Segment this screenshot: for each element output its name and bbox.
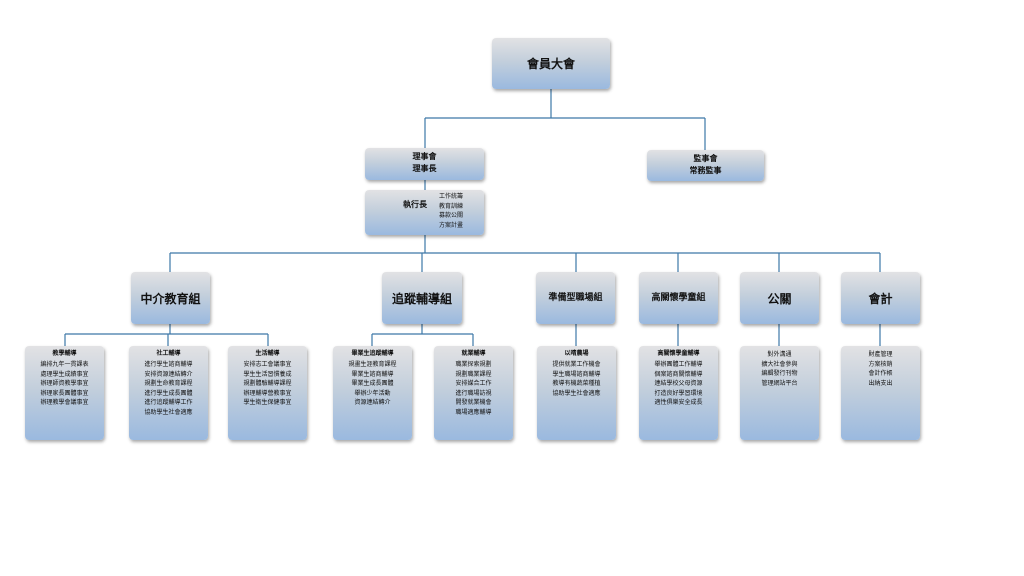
unit-item: 安排志工會議事宜 — [243, 361, 292, 368]
unit-item: 協助學生社會適應 — [144, 408, 193, 416]
executive-duty: 方案計畫 — [439, 221, 464, 229]
unit-item: 開發就業機會 — [455, 399, 492, 406]
division-box-high-care-children: 高關懷學童組 — [639, 272, 718, 324]
unit-box-high-care-guidance: 高關懷學童輔導 舉辦團體工作輔導 個案諮商關懷輔導 連結學校父母資源 打造良好學… — [639, 346, 718, 440]
unit-item: 畢業生諮商輔導 — [351, 370, 394, 378]
unit-box-farm: 以晴農場 提供就業工作機會 學生職場諮商輔導 教導有機蔬菜種植 協助學生社會適應 — [537, 346, 616, 440]
division-label: 追蹤輔導組 — [391, 291, 452, 306]
unit-item: 舉辦團體工作輔導 — [654, 361, 703, 368]
unit-box-teaching-guidance: 教學輔導 編排九年一貫課表 處理學生成績事宜 辦理師資教學事宜 辦理家長團體事宜… — [25, 346, 104, 440]
unit-item: 方案核銷 — [868, 360, 893, 368]
unit-item: 會計作帳 — [868, 370, 893, 377]
executive-title: 執行長 — [403, 200, 427, 209]
division-box-follow-up-guidance: 追蹤輔導組 — [382, 272, 462, 324]
unit-item: 對外溝通 — [767, 351, 792, 358]
unit-item: 安排資源連結轉介 — [144, 370, 193, 378]
unit-item: 規劃職業課程 — [455, 370, 492, 378]
unit-item: 處理學生成績事宜 — [40, 370, 89, 378]
council-box: 理事會 理事長 — [365, 148, 484, 180]
connector-div1-units — [64, 324, 269, 346]
unit-item: 學生生活習慣養成 — [243, 370, 292, 378]
unit-item: 擴大社會參與 — [761, 360, 798, 368]
unit-box-graduate-follow-up: 畢業生追蹤輔導 規畫生涯教育課程 畢業生諮商輔導 畢業生成長團體 舉辦少年活動 … — [333, 346, 412, 440]
supervisor-standing: 常務監事 — [689, 166, 722, 175]
unit-item: 財產管理 — [868, 351, 893, 358]
unit-item: 進行學生成長團體 — [144, 389, 193, 397]
general-assembly-title: 會員大會 — [526, 57, 575, 71]
connector-div2-units — [371, 324, 474, 346]
unit-item: 適性俱樂安全成長 — [654, 399, 703, 406]
division-box-public-relations: 公關 — [740, 272, 819, 324]
unit-title: 畢業生追蹤輔導 — [351, 350, 394, 357]
unit-item: 職場適應輔導 — [455, 408, 492, 416]
connector-exec-divisions — [169, 235, 881, 272]
unit-item: 個案諮商關懷輔導 — [654, 370, 703, 378]
unit-box-pr-tasks: 對外溝通 擴大社會參與 編輯發行刊物 管理網站平台 — [740, 346, 819, 440]
supervisor-box: 監事會 常務監事 — [647, 150, 764, 181]
unit-item: 辦理師資教學事宜 — [40, 380, 89, 387]
council-title: 理事會 — [412, 152, 437, 161]
executive-duties: 工作統籌 教育訓練 募款公關 方案計畫 — [439, 192, 463, 230]
unit-item: 提供就業工作機會 — [552, 361, 601, 368]
unit-item: 規劃生命教育課程 — [144, 380, 193, 387]
division-label: 公關 — [767, 291, 792, 306]
connector-top — [424, 89, 706, 150]
unit-item: 學生職場諮商輔導 — [552, 370, 601, 378]
unit-item: 編輯發行刊物 — [761, 370, 798, 377]
unit-item: 辦理教學會議事宜 — [40, 399, 89, 406]
unit-title: 教學輔導 — [52, 350, 77, 357]
executive-duty: 工作統籌 — [439, 193, 464, 200]
unit-box-accounting-tasks: 財產管理 方案核銷 會計作帳 出納支出 — [841, 346, 920, 440]
unit-item: 進行追蹤輔導工作 — [144, 399, 193, 406]
unit-item: 辦理輔導營教事宜 — [243, 389, 292, 397]
general-assembly-box: 會員大會 — [492, 38, 610, 89]
executive-duty: 募款公關 — [439, 212, 464, 219]
unit-item: 規劃體驗輔導課程 — [243, 380, 292, 387]
unit-item: 職業探索規劃 — [455, 361, 492, 368]
unit-item: 資源連結轉介 — [354, 399, 391, 406]
unit-title: 社工輔導 — [156, 350, 181, 357]
unit-item: 進行學生諮商輔導 — [144, 361, 193, 368]
unit-item: 規畫生涯教育課程 — [348, 361, 397, 368]
division-box-workplace-prep: 準備型職場組 — [536, 272, 615, 324]
unit-box-social-work: 社工輔導 進行學生諮商輔導 安排資源連結轉介 規劃生命教育課程 進行學生成長團體… — [129, 346, 208, 440]
supervisor-title: 監事會 — [693, 154, 718, 163]
unit-title: 以晴農場 — [564, 350, 589, 357]
unit-item: 安排媒合工作 — [455, 380, 492, 387]
executive-duty: 教育訓練 — [439, 202, 464, 210]
unit-item: 協助學生社會適應 — [552, 389, 601, 397]
unit-item: 管理網站平台 — [761, 379, 798, 387]
unit-title: 高關懷學童輔導 — [657, 350, 700, 357]
division-label: 準備型職場組 — [548, 293, 603, 303]
division-label: 高關懷學童組 — [651, 293, 706, 303]
unit-item: 教導有機蔬菜種植 — [552, 380, 601, 387]
council-chair: 理事長 — [412, 164, 437, 173]
unit-item: 編排九年一貫課表 — [40, 361, 89, 368]
unit-item: 進行職場訪視 — [455, 389, 492, 397]
executive-box: 執行長 工作統籌 教育訓練 募款公關 方案計畫 — [365, 190, 484, 235]
unit-title: 就業輔導 — [461, 350, 486, 357]
division-box-accounting: 會計 — [841, 272, 920, 324]
unit-title: 生活輔導 — [255, 350, 280, 357]
unit-item: 出納支出 — [868, 379, 893, 387]
unit-item: 打造良好學習環境 — [654, 389, 703, 397]
unit-item: 畢業生成長團體 — [351, 380, 394, 387]
division-box-intermediary-education: 中介教育組 — [131, 272, 210, 324]
unit-item: 辦理家長團體事宜 — [40, 389, 89, 397]
unit-item: 連結學校父母資源 — [654, 380, 703, 387]
unit-box-life-guidance: 生活輔導 安排志工會議事宜 學生生活習慣養成 規劃體驗輔導課程 辦理輔導營教事宜… — [228, 346, 307, 440]
division-label: 中介教育組 — [140, 291, 201, 306]
unit-box-employment-guidance: 就業輔導 職業探索規劃 規劃職業課程 安排媒合工作 進行職場訪視 開發就業機會 … — [434, 346, 513, 440]
unit-item: 舉辦少年活動 — [354, 389, 391, 397]
unit-item: 學生衛生保健事宜 — [243, 399, 292, 406]
division-label: 會計 — [868, 291, 893, 306]
